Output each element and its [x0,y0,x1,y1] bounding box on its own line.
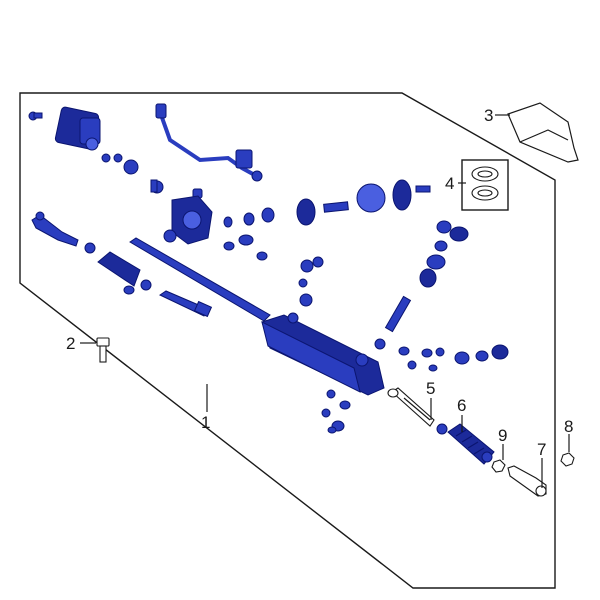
pinion-assembly [384,220,469,333]
callout-7: 7 [537,440,546,459]
left-boot [97,251,152,295]
rack-boot [447,423,495,465]
wiring-harness [155,103,263,182]
callout-6: 6 [457,396,466,415]
rack-bar [129,237,271,322]
jam-nut [491,459,506,473]
inner-tie-rod [387,387,435,427]
seal-kit [461,159,509,211]
callout-3: 3 [484,106,493,125]
rack-housing [261,256,386,396]
mounting-bolt [96,337,110,363]
callout-4: 4 [445,174,454,193]
power-assist-motor [28,106,139,175]
callout-5: 5 [426,379,435,398]
castle-nut [560,452,575,467]
outer-tie-rod-end [507,465,547,497]
rack-cover [507,102,579,163]
callout-8: 8 [564,417,573,436]
callout-1: 1 [201,413,210,432]
inner-rod-nut [436,423,448,435]
assembly-frame [19,92,556,589]
housing-fasteners [321,389,351,434]
left-tie-rod-end [31,211,96,254]
callout-2: 2 [66,334,75,353]
leader-lines [80,114,570,488]
valve-housing [150,179,213,245]
pinion-bearing-chain [223,179,431,261]
callout-9: 9 [498,426,507,445]
adjuster-parts [398,344,509,372]
